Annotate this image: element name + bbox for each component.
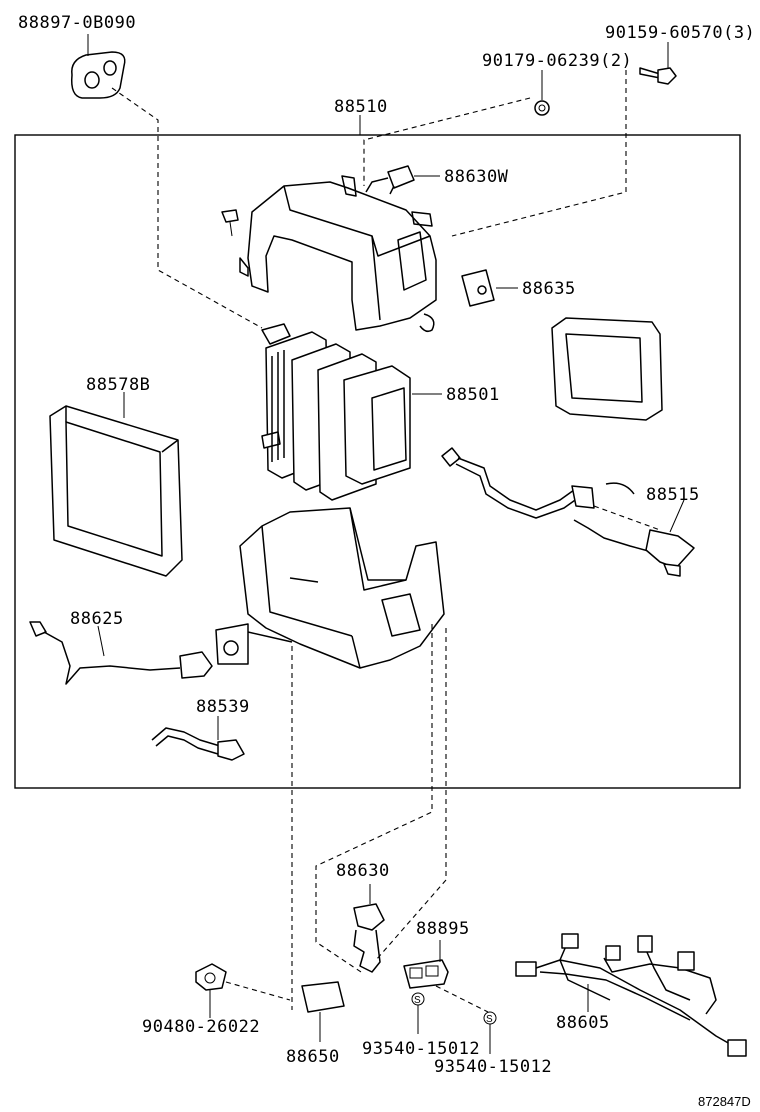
wire-harness-part[interactable] — [515, 933, 747, 1057]
label-88578b: 88578B — [86, 375, 150, 395]
screw-s-part-a[interactable]: S — [411, 992, 425, 1006]
label-88630: 88630 — [336, 861, 390, 881]
upper-case-part[interactable] — [239, 175, 437, 331]
label-93540-15012-b: 93540-15012 — [434, 1057, 552, 1077]
lower-case-part[interactable] — [215, 507, 445, 669]
s-mark-b: S — [486, 1014, 493, 1025]
connector-part[interactable] — [403, 959, 449, 989]
label-88539: 88539 — [196, 697, 250, 717]
filter-frame-part[interactable] — [49, 405, 183, 577]
label-90480-26022: 90480-26022 — [142, 1017, 260, 1037]
diagram-reference-code: 872847D — [698, 1094, 751, 1109]
s-mark-a: S — [414, 995, 421, 1006]
label-88635: 88635 — [522, 279, 576, 299]
label-88897-0b090: 88897-0B090 — [18, 13, 136, 33]
label-90159-60570: 90159-60570(3) — [605, 23, 755, 43]
assembly-boundary-box — [14, 134, 741, 789]
screw-part — [221, 209, 239, 237]
gasket-frame-part[interactable] — [551, 317, 663, 421]
label-88515: 88515 — [646, 485, 700, 505]
sensor-bracket-part[interactable] — [353, 903, 385, 973]
label-88501: 88501 — [446, 385, 500, 405]
drain-hose-part[interactable] — [151, 727, 245, 761]
pipe-part[interactable] — [441, 447, 695, 577]
grommet-part[interactable] — [70, 51, 126, 99]
clip-part — [419, 313, 435, 333]
label-90179-06239: 90179-06239(2) — [482, 51, 632, 71]
temperature-sensor-part[interactable] — [29, 621, 213, 685]
bolt-part[interactable] — [639, 67, 677, 85]
evaporator-part[interactable] — [261, 323, 411, 501]
resistor-part[interactable] — [461, 269, 495, 307]
label-93540-15012-a: 93540-15012 — [362, 1039, 480, 1059]
screw-s-part-b[interactable]: S — [483, 1011, 497, 1025]
label-88630w: 88630W — [444, 167, 509, 187]
amplifier-part[interactable] — [301, 981, 345, 1013]
clip-fastener-part[interactable] — [195, 963, 227, 991]
thermistor-part[interactable] — [365, 165, 415, 195]
label-88605: 88605 — [556, 1013, 610, 1033]
label-88625: 88625 — [70, 609, 124, 629]
label-88510: 88510 — [334, 97, 388, 117]
label-88895: 88895 — [416, 919, 470, 939]
nut-part[interactable] — [534, 100, 550, 116]
label-88650: 88650 — [286, 1047, 340, 1067]
